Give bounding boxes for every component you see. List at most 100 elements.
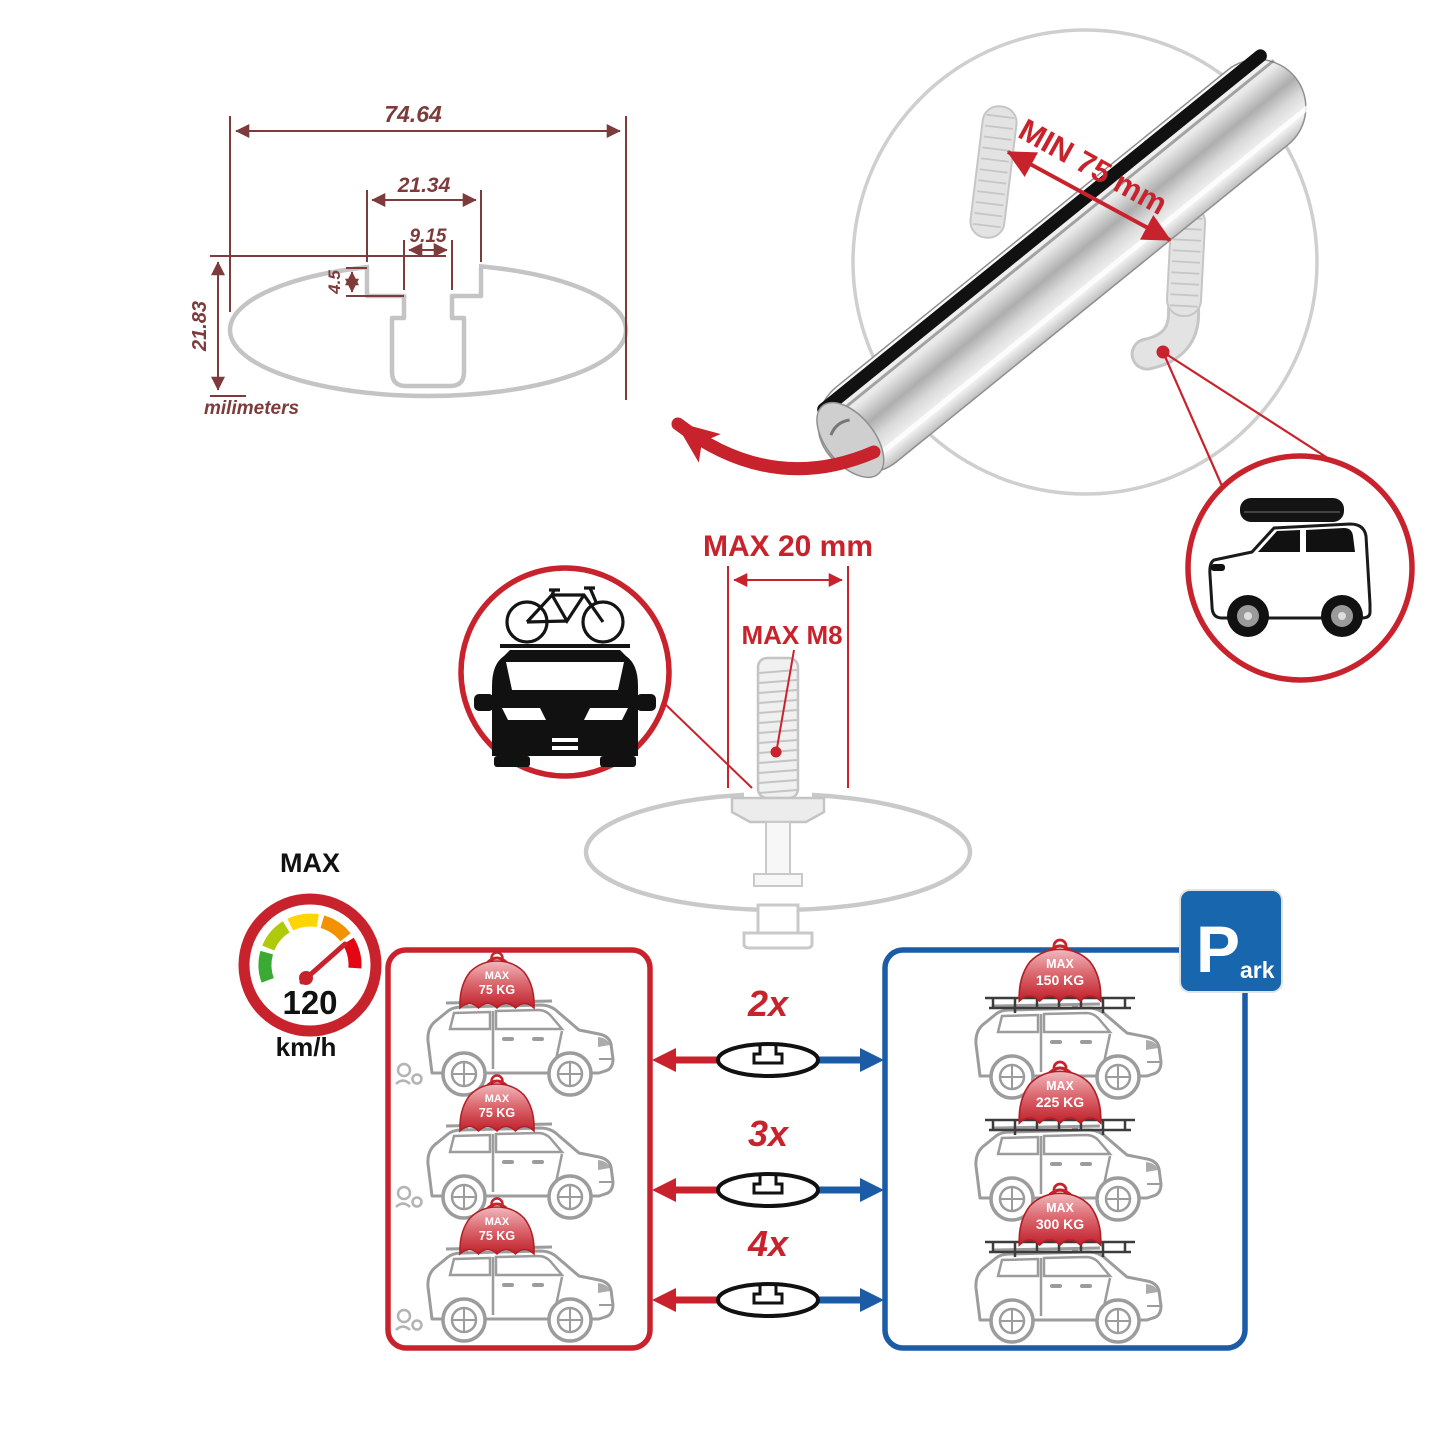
gauge-unit: km/h (276, 1032, 337, 1062)
parked-car-row: MAX 300 KG (974, 1182, 1163, 1344)
gauge-needle-pivot (299, 971, 313, 985)
gauge-arcs (258, 913, 362, 983)
count-label: 3x (748, 1113, 790, 1154)
zoom-circle (851, 28, 1319, 496)
bolt-thread-rod (756, 656, 800, 800)
tent-max-label: MAX (1046, 1079, 1074, 1093)
tent-load-value: 300 KG (1036, 1216, 1084, 1232)
park-sign-suffix: ark (1240, 957, 1275, 983)
gauge-title: MAX (280, 848, 340, 878)
leader-line-left (1161, 351, 1224, 487)
count-label: 2x (747, 983, 790, 1024)
red-arrow-head (652, 1048, 676, 1072)
park-sign: P ark (1179, 889, 1283, 993)
curved-arrow-to-diagram (671, 417, 881, 476)
count-row: 4x (652, 1223, 884, 1318)
badge-leader-line (663, 702, 753, 789)
park-sign-plate (1179, 889, 1283, 993)
bolt-shaft-inner (765, 821, 791, 875)
car-tire-right (600, 756, 636, 767)
speed-gauge: MAX 120 km/h (238, 848, 382, 1062)
tent-max-label: MAX (485, 1093, 510, 1105)
min-clamp-arrow (1006, 150, 1172, 242)
aluminum-crossbar (816, 49, 1311, 479)
count-label: 4x (747, 1223, 790, 1264)
vehicle-side-window (1306, 528, 1355, 552)
driving-load-panel: MAX 75 KG MAX 75 KG MAX 75 KG (385, 947, 653, 1351)
blue-arrow-head (860, 1288, 884, 1312)
dim-opening-width: 21.34 (397, 174, 451, 197)
car-headlight-right (584, 708, 628, 720)
dim-lip-depth: 4.5 (325, 270, 344, 295)
vehicle-front-wheel (1227, 595, 1269, 637)
thread-point-dot (770, 746, 782, 758)
parked-car-row: MAX 150 KG (974, 938, 1163, 1100)
car-tire-left (494, 756, 530, 767)
crossbar-oval-slot (752, 1046, 784, 1065)
bar-end-slot-mark (829, 418, 850, 436)
unit-label: milimeters (204, 398, 299, 419)
cross-section-diagram: 74.64 21.34 9.15 4.5 21.83 milimeters (189, 101, 629, 419)
parked-load-panel: MAX 150 KG MAX 225 KG MAX 300 KG P ark (882, 889, 1283, 1351)
dim-total-height: 21.83 (189, 301, 211, 352)
bar-groove-line (825, 59, 1275, 425)
dim-slot-width: 9.15 (410, 226, 447, 247)
tent-load-value: 75 KG (479, 1106, 515, 1120)
crossbar-oval-icon (716, 1282, 820, 1318)
dim-total-width: 74.64 (384, 101, 442, 127)
count-row: 2x (652, 983, 884, 1078)
bolt-t-foot (753, 873, 803, 887)
driving-car-row: MAX 75 KG (394, 951, 615, 1097)
gauge-value: 120 (282, 984, 337, 1021)
vehicle-windshield (1258, 530, 1300, 552)
tent-load-value: 150 KG (1036, 972, 1084, 988)
car-grille-slat (552, 738, 578, 742)
tent-max-label: MAX (1046, 1201, 1074, 1215)
tent-load-value: 75 KG (479, 1229, 515, 1243)
max-length-label: MAX 20 mm (703, 530, 873, 563)
bolt-washer (730, 796, 826, 824)
crossbar-oval-icon (716, 1172, 820, 1208)
tent-max-label: MAX (1046, 957, 1074, 971)
crossbar-oval-icon (716, 1042, 820, 1078)
crossbar-render-section: MIN 75 mm (671, 28, 1415, 683)
driving-car-row: MAX 75 KG (394, 1074, 615, 1220)
thread-leader-line (776, 649, 795, 749)
bar-bottom-highlight (865, 104, 1311, 467)
driving-car-row: MAX 75 KG (394, 1197, 615, 1343)
red-arrow-head (652, 1288, 676, 1312)
vehicle-headlight (1211, 564, 1225, 571)
t-slot-channel (364, 268, 484, 389)
clamp-foot (742, 931, 814, 950)
car-grille-slat (552, 746, 578, 750)
red-arrow-head (652, 1178, 676, 1202)
count-row: 3x (652, 1113, 884, 1208)
car-front-silhouette (474, 650, 656, 767)
car-headlight-left (502, 708, 546, 720)
car-windshield (506, 662, 624, 690)
clamp-strap-b (1130, 205, 1207, 371)
tent-max-label: MAX (485, 970, 510, 982)
bar-profile (817, 58, 1307, 474)
park-sign-letter: P (1196, 912, 1240, 986)
vehicle-rear-wheel (1321, 595, 1363, 637)
vehicle-roofbox-art (1208, 498, 1372, 637)
roof-box (1240, 498, 1344, 522)
tent-load-value: 225 KG (1036, 1094, 1084, 1110)
crossbar-oval-slot (752, 1176, 784, 1195)
max-thread-label: MAX M8 (741, 620, 842, 650)
blue-arrow-head (860, 1178, 884, 1202)
clamp-stem (756, 903, 800, 937)
parked-car-row: MAX 225 KG (974, 1060, 1163, 1222)
crossbar-count-arrows: 2x 3x 4x (652, 983, 884, 1318)
tent-load-value: 75 KG (479, 983, 515, 997)
bicycle-icon (505, 586, 625, 644)
clamp-strap-a (969, 105, 1018, 239)
blue-arrow-head (860, 1048, 884, 1072)
crossbar-oval-slot (752, 1286, 784, 1305)
bike-car-badge (458, 565, 753, 789)
tent-max-label: MAX (485, 1216, 510, 1228)
vehicle-roofbox-badge (1185, 453, 1415, 683)
